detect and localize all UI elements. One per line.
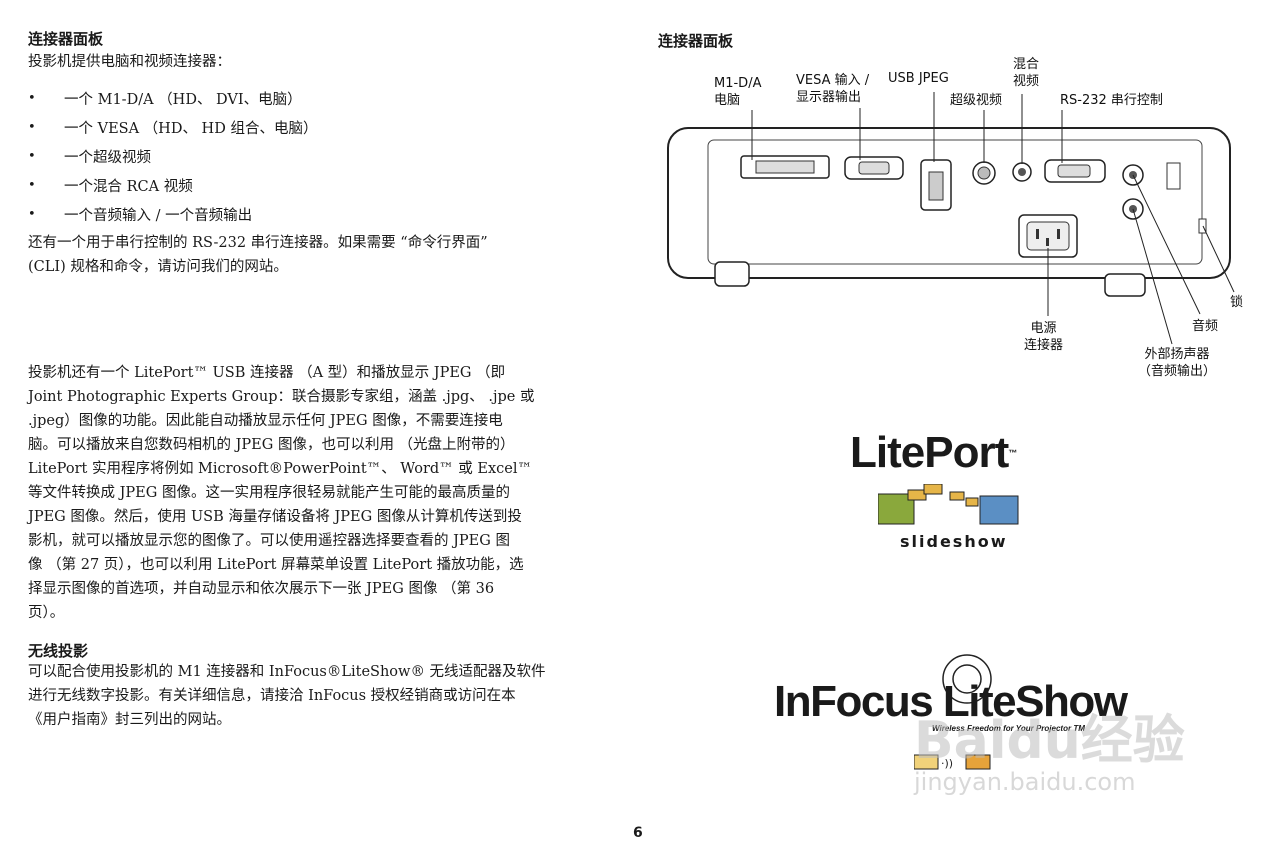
liteshow-wordmark: InFocus LiteShow [774,677,1128,726]
lock-label: 锁 [1230,295,1244,310]
bullet-icon: • [28,178,36,193]
usb-jpeg-label: USB JPEG [888,71,949,86]
baidu-watermark-url: jingyan.baidu.com [914,768,1136,796]
bullet-icon: • [28,120,36,135]
usb-port-icon [920,159,952,211]
rs232-port-icon [1044,159,1106,183]
liteport-wordmark: LitePort™ [850,428,1017,477]
list-item: •一个音频输入 / 一个音频输出 [28,207,253,224]
m1-da-label: M1-D/A 电脑 [714,76,762,108]
connector-intro: 投影机提供电脑和视频连接器： [28,54,231,70]
baidu-watermark: Baidu经验 [914,711,1185,771]
power-connector-label: 电源 连接器 [1024,321,1064,353]
bullet-icon: • [28,207,36,222]
list-item: •一个混合 RCA 视频 [28,178,193,195]
list-item: •一个 VESA （HD、 HD 组合、电脑） [28,120,318,137]
bullet-icon: • [28,149,36,164]
signal-rings-icon [942,654,992,704]
svideo-port-icon [972,161,996,185]
list-item: •一个 M1-D/A （HD、 DVI、电脑） [28,91,302,108]
slideshow-tagline: slideshow [900,532,1008,551]
wireless-adapter-icon: ·)) [914,754,991,770]
external-speaker-label: 外部扬声器 （音频输出） [1138,347,1217,379]
connector-panel-diagram [667,92,1235,345]
connector-list: •一个 M1-D/A （HD、 DVI、电脑） •一个 VESA （HD、 HD… [28,84,317,229]
callout-lines [751,92,1235,345]
composite-port-icon [1012,162,1032,182]
liteshow-tagline: Wireless Freedom for Your Projector TM [932,724,1085,733]
switch-icon [1166,162,1181,190]
lock-slot-icon [1198,218,1207,234]
svideo-label: 超级视频 [950,93,1003,108]
liteport-logo: LitePort™ slideshow [850,430,1040,551]
composite-video-label: 混合 视频 [1013,57,1040,89]
wireless-heading: 无线投影 [28,642,89,660]
page-number: 6 [633,825,643,841]
bullet-icon: • [28,91,36,106]
connector-heading: 连接器面板 [28,30,104,48]
slideshow-graphic-icon [878,484,1019,525]
list-item: •一个超级视频 [28,149,151,166]
audio-label: 音频 [1192,319,1219,334]
vesa-label: VESA 输入 / 显示器输出 [796,73,870,105]
rs232-label: RS-232 串行控制 [1060,93,1163,108]
rs232-paragraph: 还有一个用于串行控制的 RS-232 串行连接器。如果需要 “命令行界面” (C… [28,235,488,275]
m1-da-port-icon [740,155,830,179]
svg-text:·)): ·)) [941,757,953,770]
wireless-paragraph: 可以配合使用投影机的 M1 连接器和 InFocus®LiteShow® 无线适… [28,664,546,728]
liteport-paragraph: 投影机还有一个 LitePort™ USB 连接器 （A 型）和播放显示 JPE… [28,365,535,621]
panel-heading: 连接器面板 [658,32,734,50]
vesa-port-icon [844,156,904,180]
